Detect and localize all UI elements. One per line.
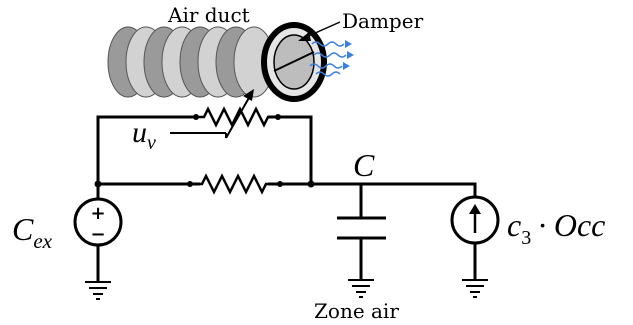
damper-pointer-arrowhead: [298, 32, 311, 41]
ground-icon-left: [85, 281, 111, 300]
duct-rings: [107, 26, 275, 98]
junction-right: [307, 180, 315, 188]
damper-shaft: [273, 51, 315, 72]
ground-symbols: [85, 279, 488, 300]
zone-air-label: Zone air: [314, 299, 399, 323]
fixed-resistor: [190, 173, 280, 195]
air-duct: [107, 22, 354, 102]
current-source: [450, 195, 500, 245]
variable-resistor: [170, 95, 278, 139]
voltage-source-plus: +: [90, 203, 105, 224]
capacitor: [337, 216, 386, 240]
variable-resistor-arrowhead: [243, 89, 254, 101]
damper-pointer-arrow: [303, 21, 341, 39]
junction-left: [94, 180, 102, 188]
voltage-source: + −: [73, 197, 123, 247]
valve-input-label: uv: [132, 116, 156, 154]
wire-middle-right: [268, 182, 477, 196]
occupancy-source-label: c3·Occ: [507, 207, 605, 249]
wire-top-branch: [96, 115, 196, 187]
current-source-arrowhead: [469, 204, 481, 214]
wire-top-branch-right: [268, 115, 313, 184]
ground-icon-center: [348, 279, 374, 298]
node-label: C: [353, 147, 375, 183]
circuit-wires: [96, 115, 477, 282]
ground-icon-right: [462, 279, 488, 298]
airflow-icon: [309, 40, 354, 77]
damper-label: Damper: [342, 9, 424, 33]
variable-resistor-arrow: [225, 95, 251, 139]
exterior-source-label: Cex: [12, 211, 53, 253]
voltage-source-minus: −: [90, 224, 105, 245]
air-duct-label: Air duct: [167, 3, 250, 27]
